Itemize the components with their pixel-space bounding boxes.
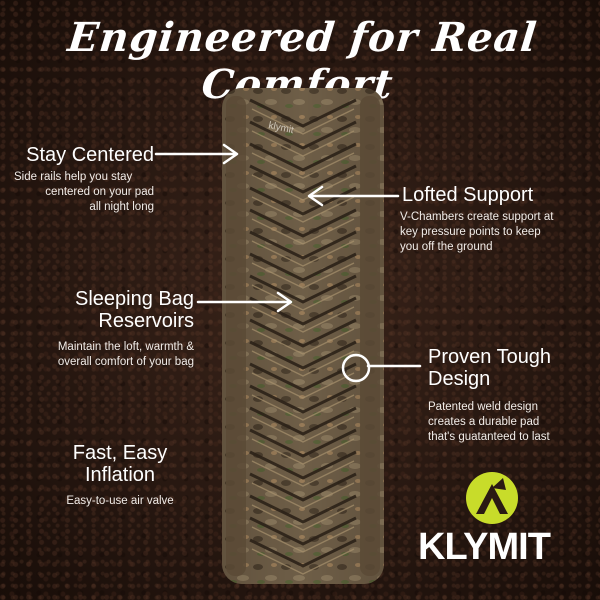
callout-stay-centered: Stay Centered Side rails help you stay c… bbox=[14, 144, 154, 215]
pad-chamber-highlight bbox=[251, 460, 355, 487]
pad-chamber-weld bbox=[249, 516, 357, 546]
weld-highlight-circle bbox=[341, 353, 371, 383]
pad-chamber-weld bbox=[249, 296, 357, 326]
pad-chamber-highlight bbox=[251, 240, 355, 267]
pad-chamber-weld bbox=[249, 538, 357, 568]
klymit-logo-icon bbox=[466, 472, 518, 524]
pad-chamber-highlight bbox=[251, 438, 355, 465]
callout-heading-line: Inflation bbox=[84, 464, 156, 486]
pad-chamber-weld bbox=[249, 406, 357, 436]
callout-heading-line: Design bbox=[428, 368, 491, 390]
pad-chamber-highlight bbox=[251, 372, 355, 399]
callout-body-line: Side rails help you stay bbox=[14, 171, 133, 183]
pad-chamber-highlight bbox=[251, 218, 355, 245]
pad-chamber-weld bbox=[249, 98, 357, 128]
callout-fast-easy-inflation: Fast, Easy Inflation Easy-to-use air val… bbox=[50, 442, 190, 509]
callout-body-line: centered on your pad bbox=[45, 186, 154, 198]
callout-heading-line: Proven Tough bbox=[428, 346, 552, 368]
pad-chamber-highlight bbox=[251, 416, 355, 443]
pad-chamber-weld bbox=[249, 362, 357, 392]
pad-side-rail-left bbox=[226, 96, 246, 576]
callout-heading: Fast, Easy Inflation bbox=[50, 442, 190, 486]
pad-chamber-weld bbox=[249, 318, 357, 348]
pad-chamber-weld bbox=[249, 208, 357, 238]
callout-lofted-support: Lofted Support V-Chambers create support… bbox=[400, 184, 592, 255]
pad-chamber-highlight bbox=[251, 306, 355, 333]
pad-chamber-weld bbox=[249, 252, 357, 282]
pad-chamber-highlight bbox=[251, 504, 355, 531]
callout-sleeping-bag-reservoirs: Sleeping Bag Reservoirs Maintain the lof… bbox=[10, 288, 194, 370]
pad-chamber-highlight bbox=[251, 196, 355, 223]
callout-heading-line: Fast, Easy bbox=[72, 442, 168, 464]
pad-v-chambers bbox=[249, 98, 357, 568]
pad-side-rail-right bbox=[360, 96, 380, 576]
pad-chamber-weld bbox=[249, 384, 357, 414]
pad-chamber-weld bbox=[249, 164, 357, 194]
pad-chamber-weld bbox=[249, 472, 357, 502]
callout-body-line: Maintain the loft, warmth & bbox=[57, 341, 194, 353]
pad-chamber-weld bbox=[249, 230, 357, 260]
pad-chamber-weld bbox=[249, 494, 357, 524]
callout-body-line: Patented weld design bbox=[428, 401, 538, 413]
pad-chamber-highlight bbox=[251, 350, 355, 377]
pad-print: klymit bbox=[267, 120, 294, 136]
pad-chamber-highlight bbox=[251, 482, 355, 509]
pad-chamber-weld bbox=[249, 450, 357, 480]
callout-body-line: you off the ground bbox=[400, 241, 493, 253]
pad-chamber-highlight bbox=[251, 152, 355, 179]
pad-chamber-weld bbox=[249, 428, 357, 458]
callout-body-line: Easy-to-use air valve bbox=[66, 495, 174, 507]
callout-body-line: creates a durable pad bbox=[428, 416, 540, 428]
pad-chamber-weld bbox=[249, 340, 357, 370]
pad-chamber-highlight bbox=[251, 394, 355, 421]
pad-chamber-highlight bbox=[251, 174, 355, 201]
callout-body-line: overall comfort of your bag bbox=[57, 356, 194, 368]
callout-body-line: that's guatanteed to last bbox=[428, 431, 550, 443]
arrow-lofted-support bbox=[307, 185, 400, 207]
pad-chamber-weld bbox=[249, 120, 357, 150]
callout-heading: Sleeping Bag Reservoirs bbox=[10, 288, 194, 332]
callout-proven-tough-design: Proven Tough Design Patented weld design… bbox=[428, 346, 588, 445]
pad-chamber-highlight bbox=[251, 130, 355, 157]
callout-heading: Proven Tough Design bbox=[428, 346, 588, 390]
callout-body-line: V-Chambers create support at bbox=[400, 211, 554, 223]
arrow-stay-centered bbox=[154, 143, 239, 165]
callout-body-line: key pressure points to keep bbox=[400, 226, 541, 238]
pad-chamber-highlight bbox=[251, 262, 355, 289]
pad-chamber-weld bbox=[249, 142, 357, 172]
arrow-sleeping-bag-reservoirs bbox=[196, 291, 293, 313]
callout-heading-line: Reservoirs bbox=[98, 310, 194, 332]
callout-heading: Lofted Support bbox=[402, 184, 534, 206]
brand-wordmark: KLYMIT bbox=[418, 526, 551, 568]
pad-chamber-highlight bbox=[251, 526, 355, 553]
callout-heading-line: Sleeping Bag bbox=[75, 288, 194, 310]
pad-chamber-weld bbox=[249, 274, 357, 304]
pad-chamber-highlight bbox=[251, 284, 355, 311]
pad-chamber-highlight bbox=[251, 108, 355, 135]
callout-body-line: all night long bbox=[89, 201, 154, 213]
pad-chamber-highlight bbox=[251, 328, 355, 355]
pad-chamber-highlight bbox=[251, 548, 355, 575]
callout-heading: Stay Centered bbox=[26, 144, 154, 166]
